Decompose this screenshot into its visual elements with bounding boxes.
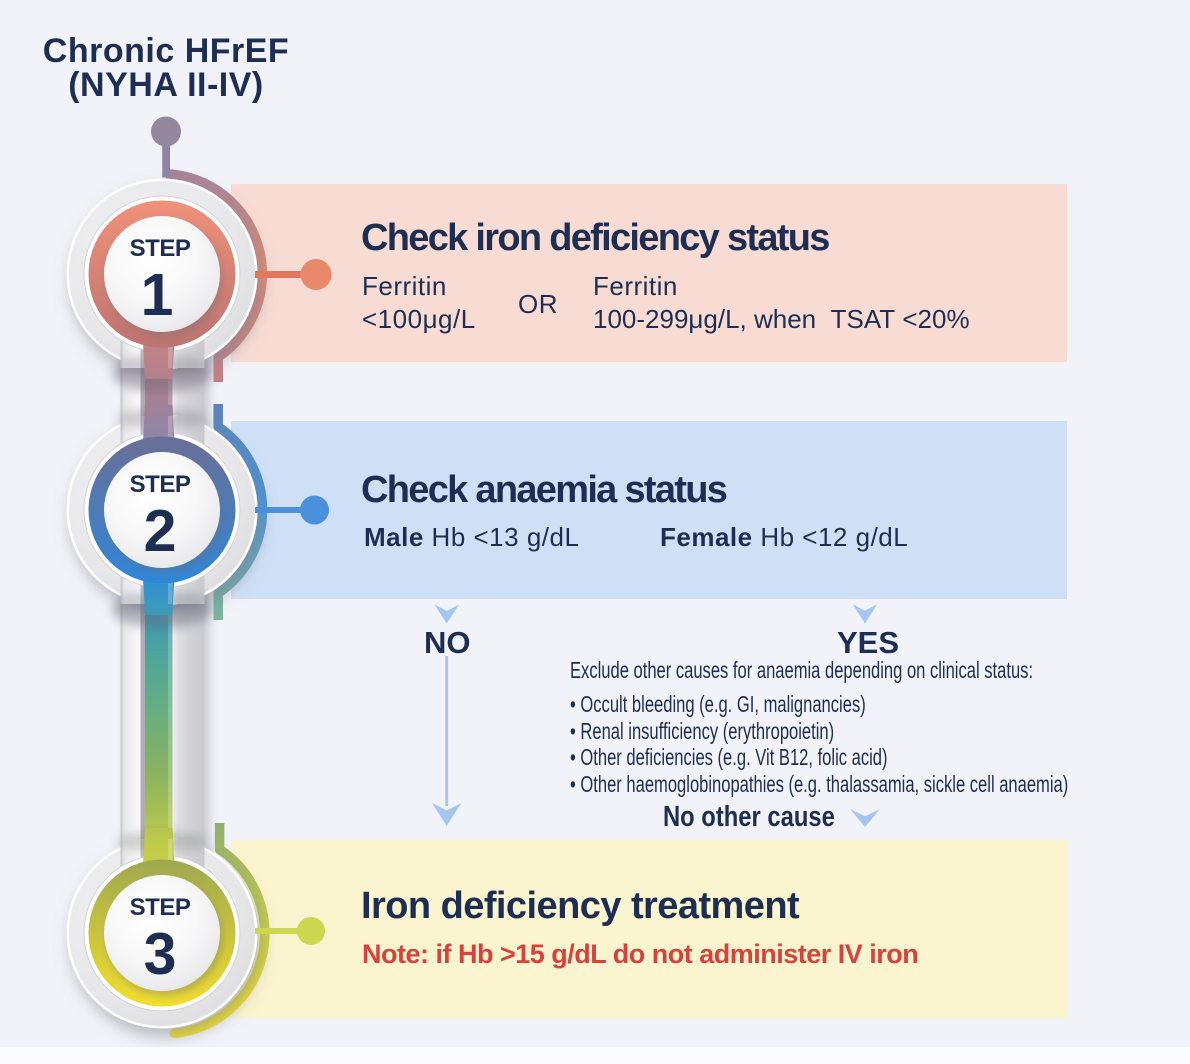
svg-text:3: 3 <box>144 921 177 987</box>
svg-text:STEP: STEP <box>130 471 191 498</box>
svg-text:1: 1 <box>141 262 174 328</box>
svg-text:STEP: STEP <box>130 894 191 921</box>
svg-text:2: 2 <box>144 498 177 564</box>
svg-text:STEP: STEP <box>130 235 191 262</box>
